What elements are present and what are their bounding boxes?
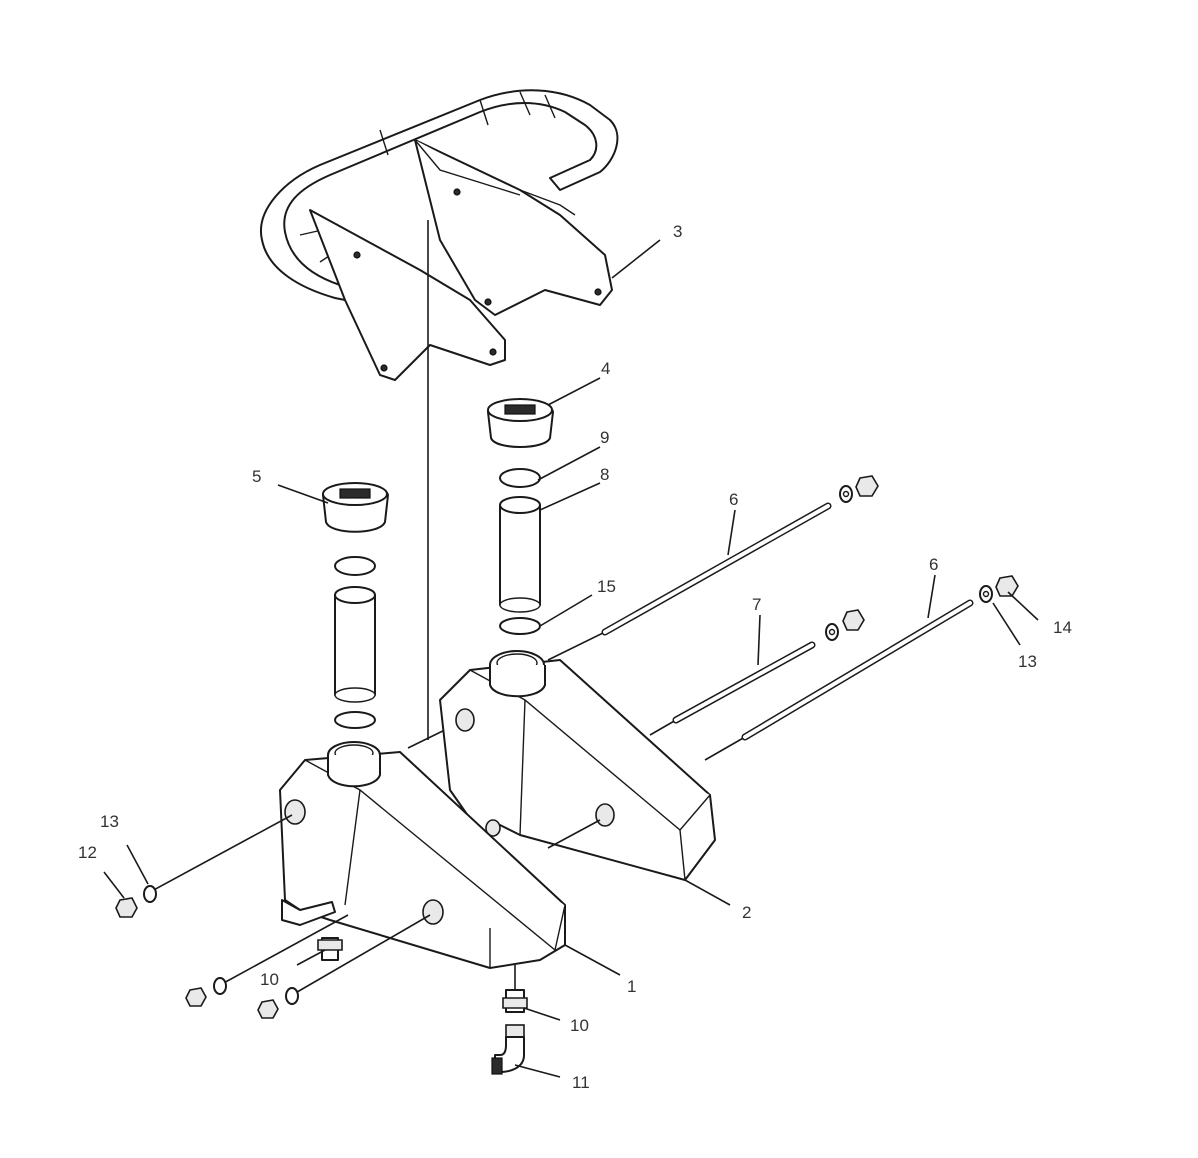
right-o-ring [499,617,541,635]
callout-4: 4 [601,359,610,378]
callout-11: 11 [572,1073,590,1092]
fitting-under-front-tank [317,937,343,961]
callout-5: 5 [252,467,261,486]
fitting-elbow [491,1024,525,1075]
left-filter-cap [322,482,389,533]
callout-10-left: 10 [260,970,279,989]
bolt-line-lower-1 [219,914,349,986]
callout-6-upper: 6 [729,490,738,509]
callout-14: 14 [1053,618,1072,637]
tie-rod-upper [547,502,832,661]
lower-rod-washer-nut [979,575,1019,603]
callout-12: 12 [78,843,97,862]
tie-rod-lower [704,599,974,761]
callout-labels: 3 4 9 8 5 6 6 7 15 14 13 2 1 10 11 10 12… [78,222,1072,1092]
tie-rod-middle [649,641,816,736]
bolt-line-upper-left [149,814,293,893]
callout-3: 3 [673,222,682,241]
left-o-ring [334,711,376,729]
right-snap-ring [499,468,541,488]
upper-rod-washer-nut [839,475,879,503]
middle-rod-washer-nut [825,609,865,641]
callout-7: 7 [752,595,761,614]
right-filter-cap [487,398,554,448]
callout-13-left: 13 [100,812,119,831]
callout-2: 2 [742,903,751,922]
front-tank [279,741,566,969]
callout-15: 15 [597,577,616,596]
leader-lines [103,239,1039,1078]
callout-1: 1 [627,977,636,996]
callout-9: 9 [600,428,609,447]
callout-8: 8 [600,465,609,484]
fitting-straight [502,989,528,1013]
nut-washer-lower-2 [257,987,299,1019]
bolt-line-lower-2 [291,914,431,996]
right-filter-element [499,496,541,613]
nut-washer-upper-left [115,885,157,918]
callout-10-right: 10 [570,1016,589,1035]
rear-tank [439,650,716,881]
nut-washer-lower-1 [185,977,227,1007]
left-filter-element [334,586,376,703]
left-snap-ring [334,556,376,576]
callout-13-right: 13 [1018,652,1037,671]
handlebar-bracket [259,89,619,381]
callout-6-lower: 6 [929,555,938,574]
